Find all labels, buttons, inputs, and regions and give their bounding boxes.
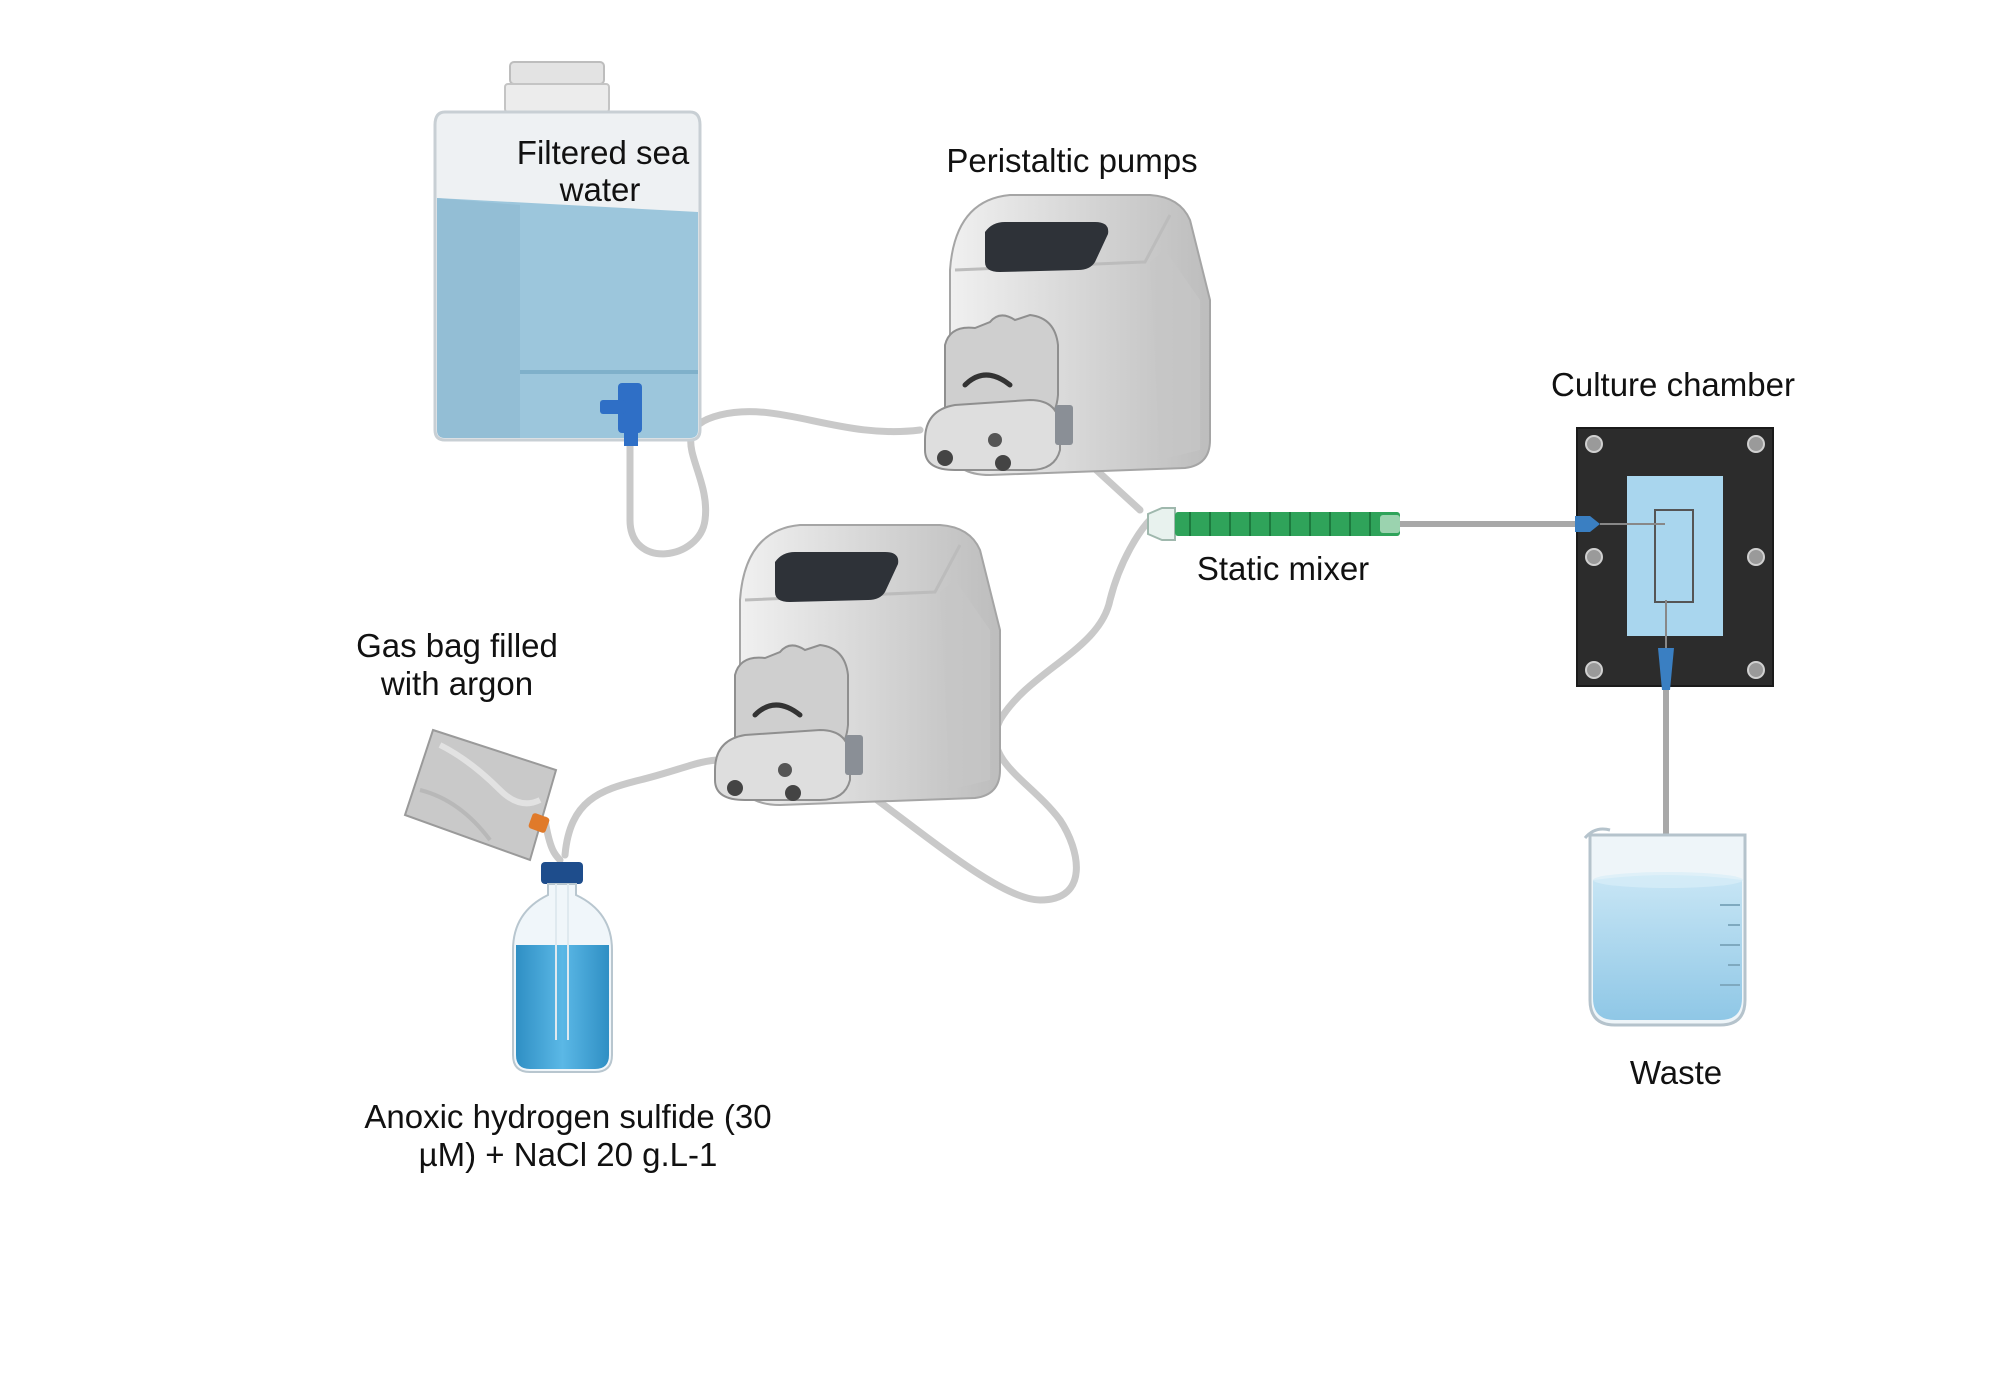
chamber-label: Culture chamber [1551,366,1795,403]
tubing [541,408,1669,904]
tube-pump2-to-mixer [846,516,1154,904]
bottle-cap [541,862,583,884]
carboy-label-line2: water [559,171,641,208]
pump2-head [714,643,863,801]
gas-bag-label-line1: Gas bag filled [356,627,558,664]
gas-bag-valve [528,813,550,833]
bottle-label-line1: Anoxic hydrogen sulfide (30 [364,1098,771,1135]
pump1-head [924,313,1073,471]
bottle-label-line2: µM) + NaCl 20 g.L-1 [419,1136,718,1173]
carboy-tap [600,383,642,446]
tube-bottle-to-pump2 [561,756,724,859]
waste-label: Waste [1630,1054,1722,1091]
pump2-display [775,552,899,602]
static-mixer: Static mixer [1147,507,1400,587]
gas-bag: Gas bag filled with argon [356,627,558,862]
pump1-display [985,222,1109,272]
pumps-label: Peristaltic pumps [946,142,1197,179]
tube-carboy-to-pump1 [626,408,924,558]
bottle-liquid [516,945,609,1069]
waste-liquid [1593,875,1742,1020]
carboy-label-line1: Filtered sea [517,134,690,171]
culture-chamber: Culture chamber [1551,366,1795,690]
reagent-bottle: Anoxic hydrogen sulfide (30 µM) + NaCl 2… [364,862,772,1173]
outlet-needle [1658,648,1674,690]
mixer-label: Static mixer [1197,550,1369,587]
peristaltic-pump-1 [924,194,1211,477]
peristaltic-pump-2 [714,524,1001,807]
inlet-needle [1575,516,1600,532]
carboy: Filtered sea water [433,61,702,446]
gas-bag-label-line2: with argon [380,665,533,702]
waste-beaker: Waste [1583,827,1747,1091]
